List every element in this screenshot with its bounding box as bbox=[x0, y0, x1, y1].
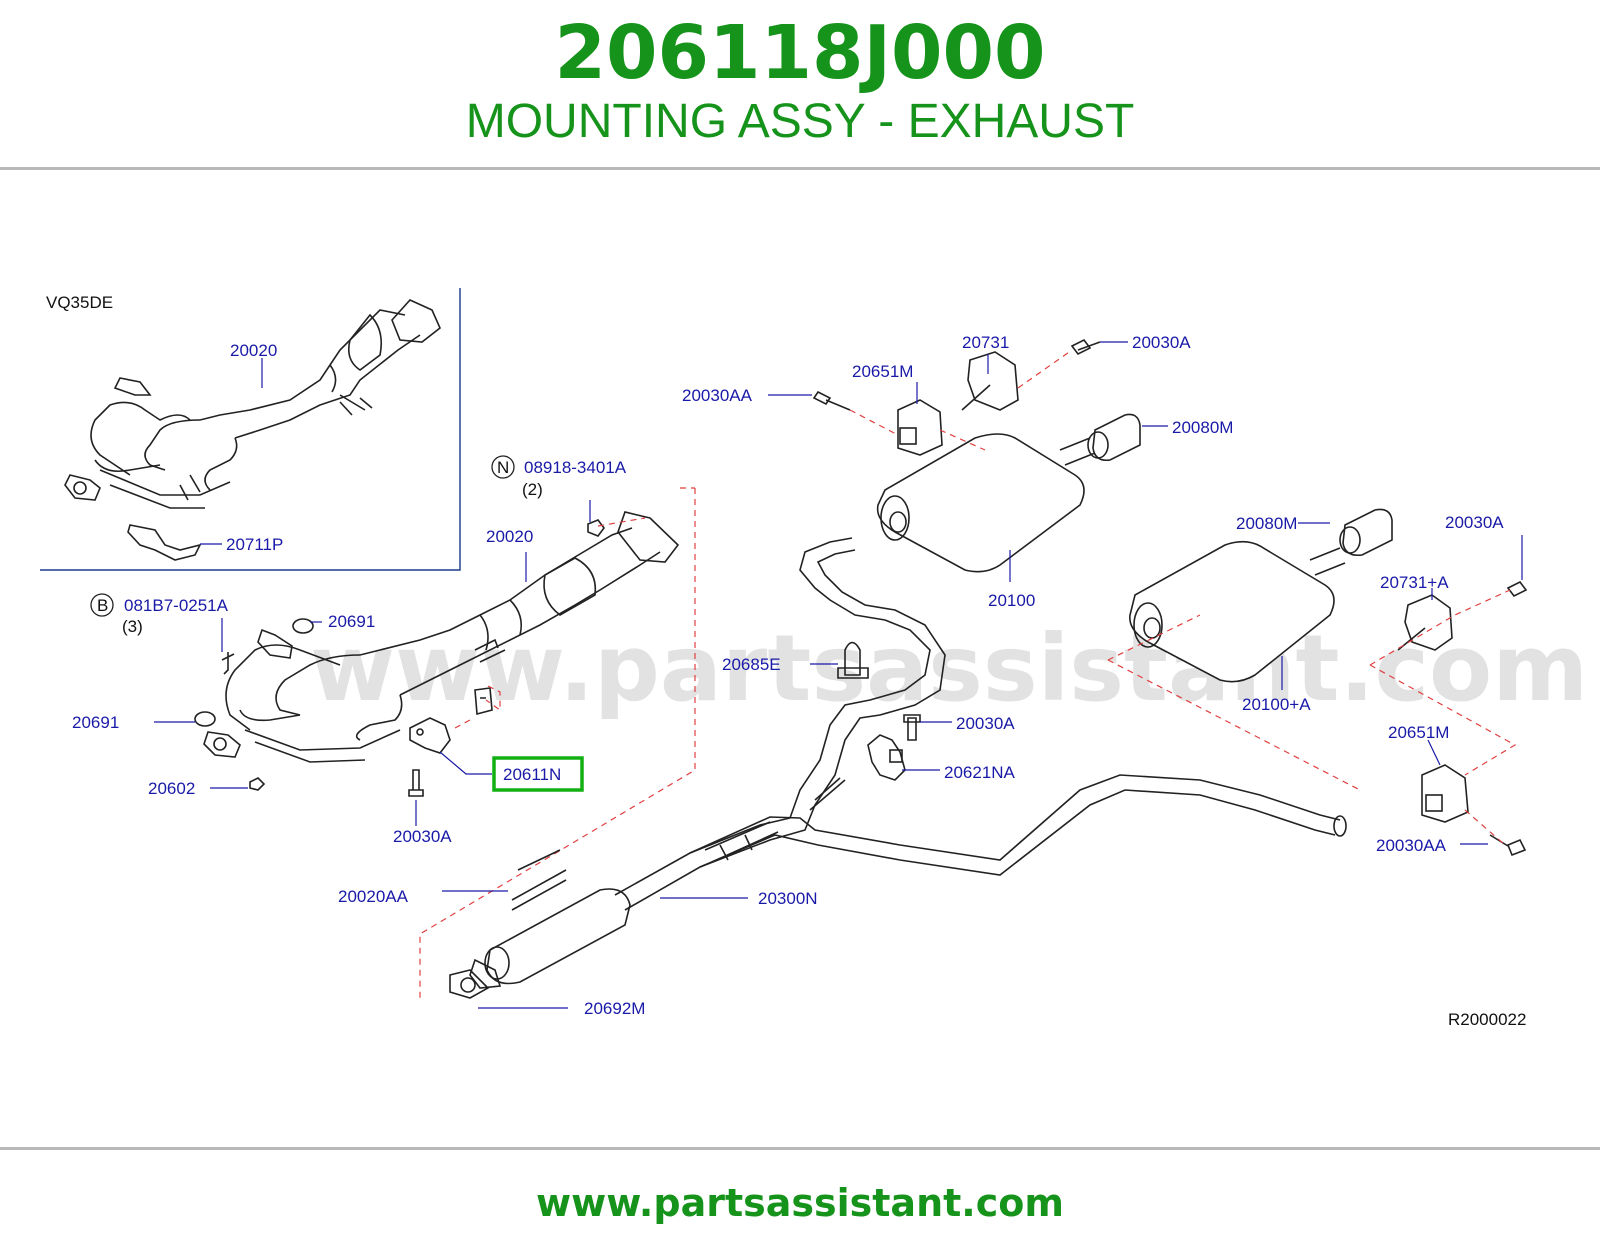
callout-20611n[interactable]: 20611N bbox=[503, 765, 561, 784]
n-marker-circle bbox=[491, 455, 515, 479]
callout-20300n: 20300N bbox=[758, 889, 818, 908]
callout-20030aa-top: 20030AA bbox=[682, 386, 753, 405]
callout-20691-top: 20691 bbox=[328, 612, 375, 631]
callout-081b7-0251a: 081B7-0251A bbox=[124, 596, 229, 615]
bolt-20030a-right bbox=[1506, 580, 1528, 598]
callout-20651m-top: 20651M bbox=[852, 362, 913, 381]
callout-20685e: 20685E bbox=[722, 655, 781, 674]
tail-tip-20080m-top bbox=[1092, 413, 1141, 462]
callout-20651m-right: 20651M bbox=[1388, 723, 1449, 742]
gasket-20691-left bbox=[194, 711, 216, 727]
footer-site-url[interactable]: www.partsassistant.com bbox=[536, 1181, 1064, 1225]
callout-20691-left: 20691 bbox=[72, 713, 119, 732]
part-description: MOUNTING ASSY - EXHAUST bbox=[465, 95, 1135, 148]
inset-front-tube bbox=[64, 299, 441, 561]
bolt-081b7 bbox=[221, 652, 235, 675]
bolt-20030aa-right bbox=[1489, 834, 1527, 857]
callout-20711p: 20711P bbox=[226, 535, 283, 554]
callout-20080m-right: 20080M bbox=[1236, 514, 1297, 533]
callout-20080m-top: 20080M bbox=[1172, 418, 1233, 437]
bolt-20030a-front bbox=[408, 769, 424, 797]
bolt-20030a-top bbox=[1070, 338, 1101, 356]
tail-tip-20080m-right bbox=[1342, 508, 1393, 557]
header-divider bbox=[0, 167, 1600, 170]
bolt-20030aa-top bbox=[812, 390, 851, 411]
front-tube-assembly bbox=[194, 511, 680, 797]
callout-08918-3401a: 08918-3401A bbox=[524, 458, 627, 477]
footer-divider bbox=[0, 1147, 1600, 1150]
part-number-title: 206118J000 bbox=[554, 10, 1046, 96]
center-pipe-assembly bbox=[449, 537, 1347, 999]
callout-20030aa-right: 20030AA bbox=[1376, 836, 1447, 855]
callout-20020: 20020 bbox=[486, 527, 533, 546]
muffler-20100a bbox=[1129, 508, 1393, 683]
hanger-20651m-top bbox=[812, 390, 943, 456]
callout-20731: 20731 bbox=[962, 333, 1009, 352]
diagram-reference-code: R2000022 bbox=[1448, 1010, 1526, 1029]
highlight-box-20611n bbox=[492, 756, 584, 792]
callout-20602: 20602 bbox=[148, 779, 195, 798]
hanger-20651m-right bbox=[1421, 764, 1527, 857]
bracket-20731 bbox=[961, 338, 1101, 411]
callout-20030a-top: 20030A bbox=[1132, 333, 1191, 352]
gasket-20691-top bbox=[292, 618, 314, 634]
callout-inset-20020: 20020 bbox=[230, 341, 277, 360]
exhaust-parts-diagram: www.partsassistant.com VQ35DE 20020 bbox=[40, 288, 1588, 1029]
b-marker: B bbox=[97, 596, 108, 615]
callout-20692m: 20692M bbox=[584, 999, 645, 1018]
page-header: 206118J000 MOUNTING ASSY - EXHAUST bbox=[0, 0, 1600, 170]
callout-qty-2: (2) bbox=[522, 480, 543, 499]
muffler-20100 bbox=[876, 413, 1141, 573]
mounting-assy-20611n bbox=[409, 717, 451, 754]
callout-20621na: 20621NA bbox=[944, 763, 1016, 782]
watermark: www.partsassistant.com bbox=[310, 615, 1588, 722]
inset-vq35de: VQ35DE 20020 20711P bbox=[40, 288, 461, 571]
b-marker-circle bbox=[90, 593, 114, 617]
inset-frame bbox=[40, 288, 461, 571]
callout-20030a-right: 20030A bbox=[1445, 513, 1504, 532]
callout-20020aa: 20020AA bbox=[338, 887, 409, 906]
inset-bracket bbox=[127, 524, 202, 561]
n-marker: N bbox=[497, 458, 509, 477]
nut-20602 bbox=[249, 777, 266, 791]
callout-20731a: 20731+A bbox=[1380, 573, 1449, 592]
nut-08918 bbox=[587, 519, 605, 537]
callout-20030a-mid: 20030A bbox=[956, 714, 1015, 733]
callout-20030a-front: 20030A bbox=[393, 827, 452, 846]
callout-20100a: 20100+A bbox=[1242, 695, 1311, 714]
callout-20100: 20100 bbox=[988, 591, 1035, 610]
engine-label: VQ35DE bbox=[46, 293, 113, 312]
callout-qty-3: (3) bbox=[122, 617, 143, 636]
clamp-20685e bbox=[844, 641, 861, 676]
